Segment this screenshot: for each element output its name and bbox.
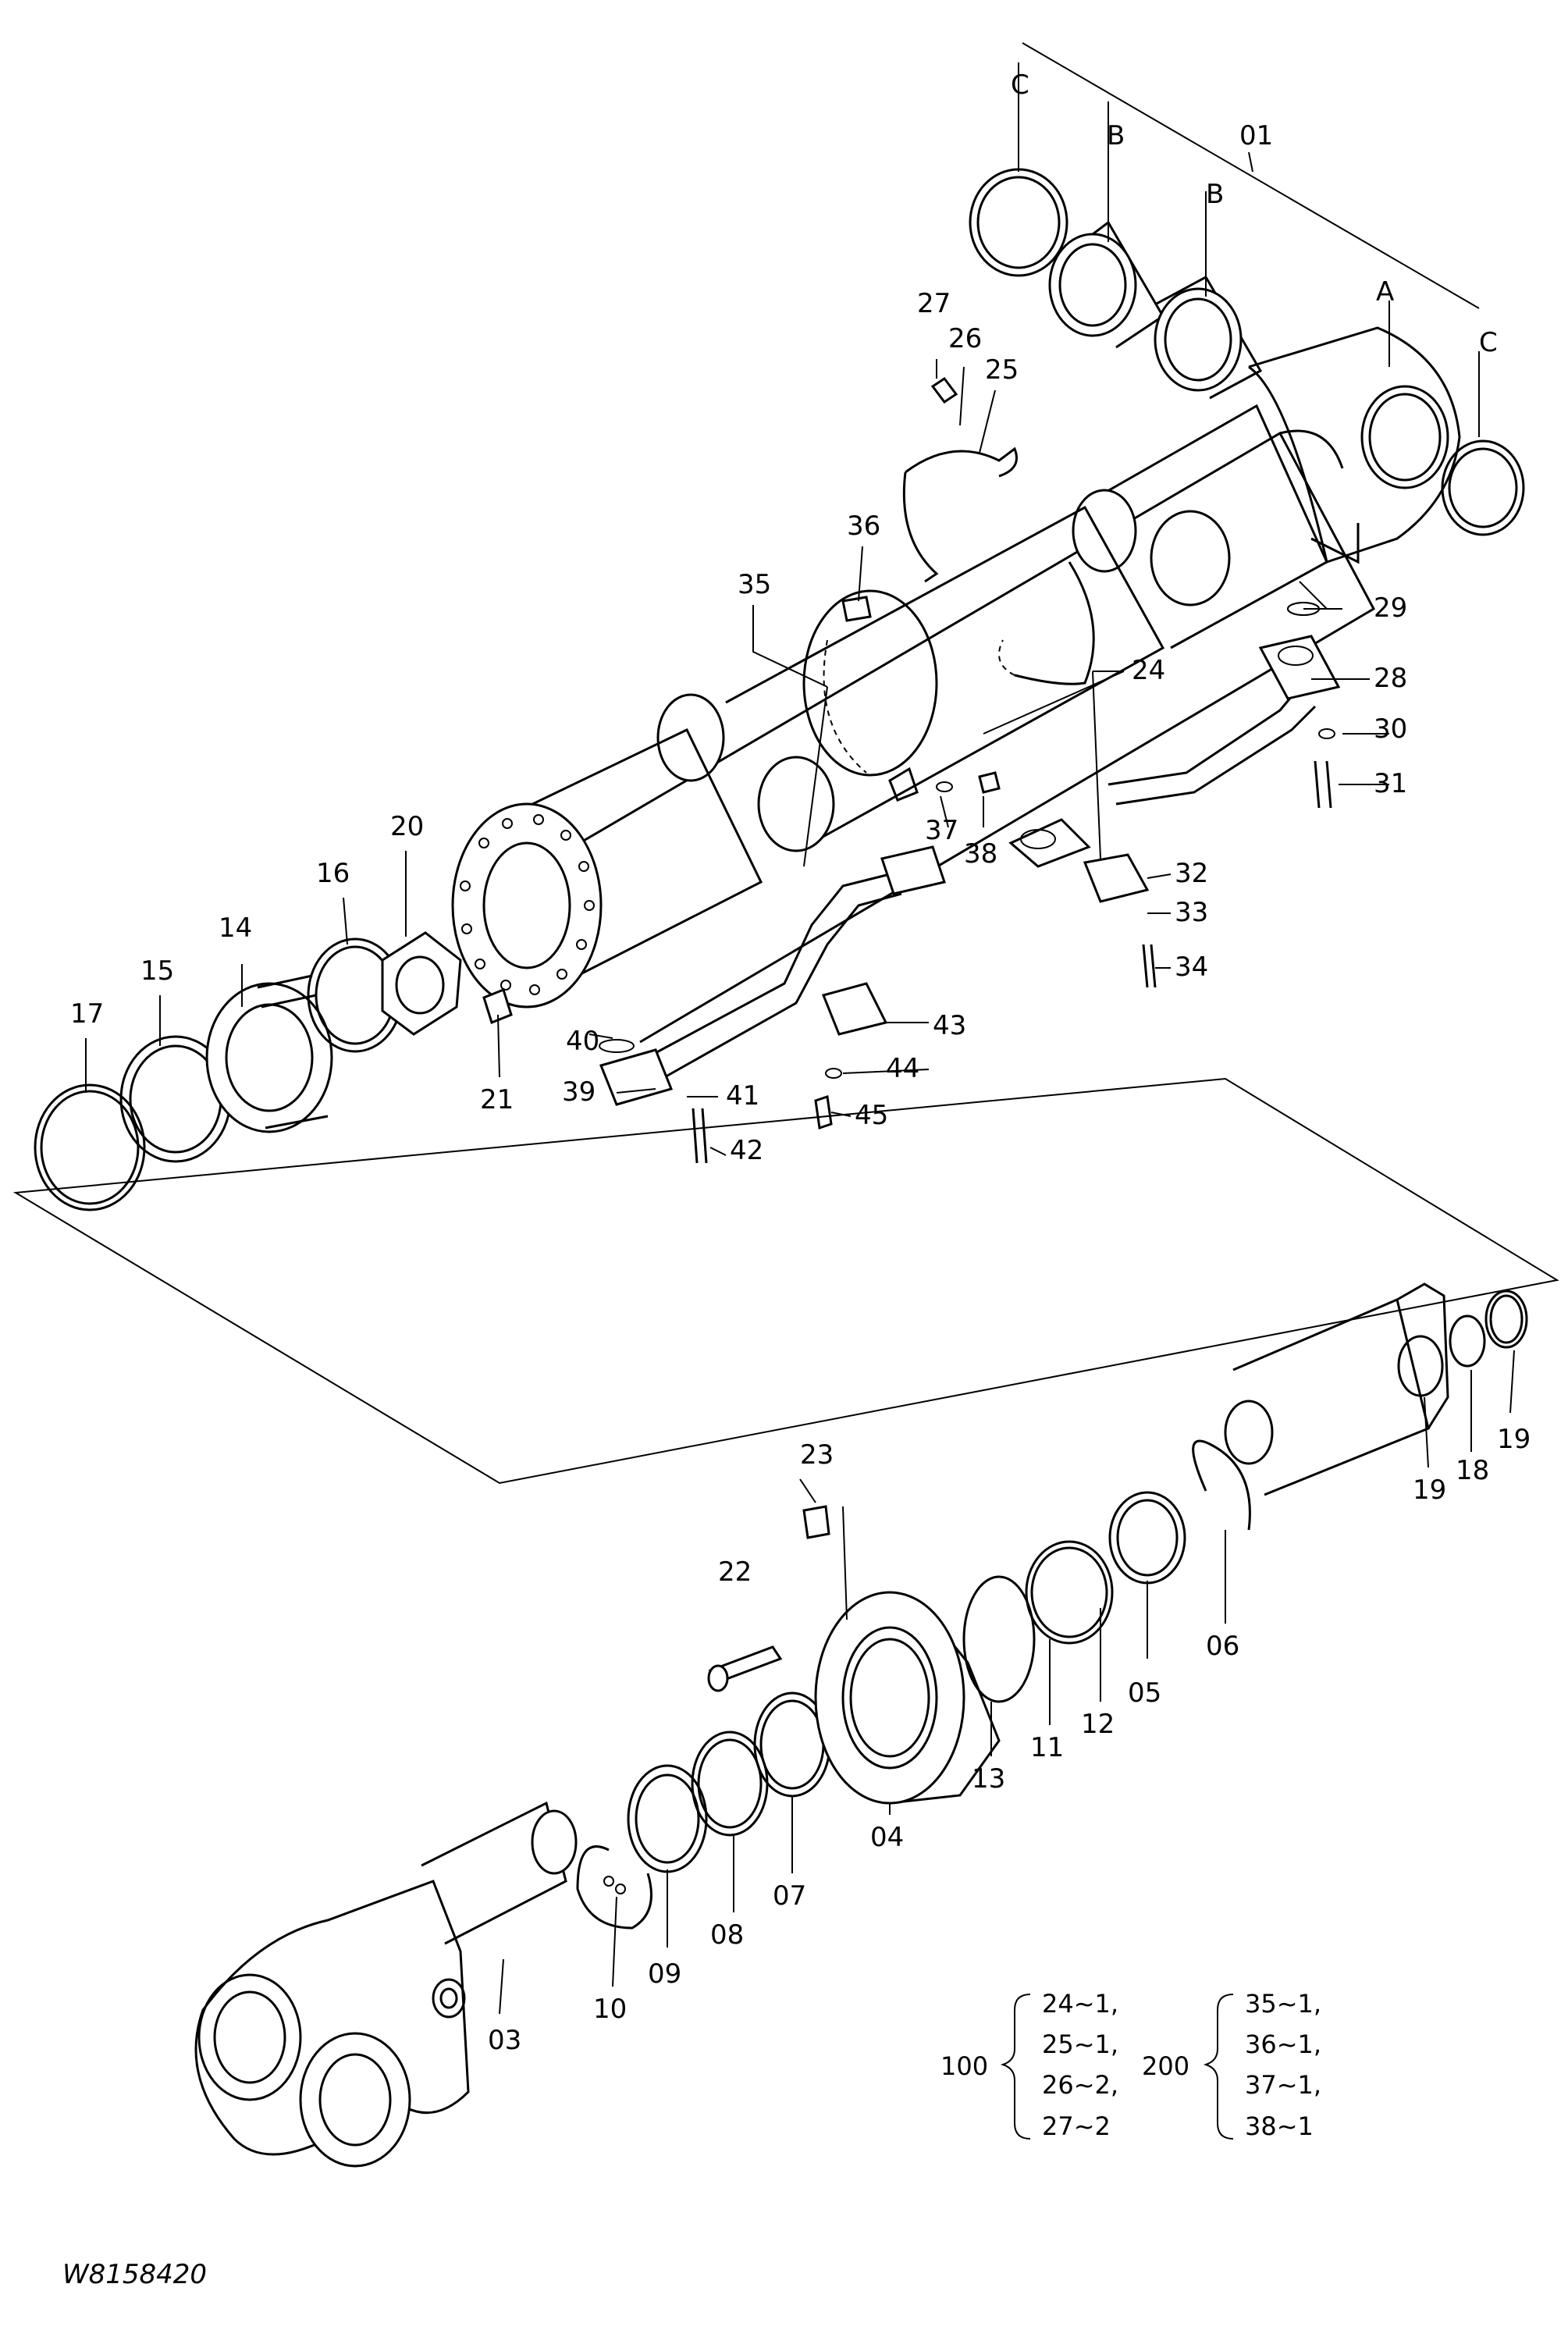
callout-15: 15 <box>140 955 174 987</box>
callout-43: 43 <box>933 1010 966 1041</box>
kit-100-item-2: 25~1, <box>1042 2029 1118 2059</box>
callout-42: 42 <box>730 1135 763 1166</box>
callout-16: 16 <box>316 858 350 889</box>
callout-24: 24 <box>1132 655 1165 686</box>
callout-13: 13 <box>972 1763 1005 1795</box>
callout-01: 01 <box>1239 120 1273 151</box>
callout-36: 36 <box>847 510 880 542</box>
callout-29: 29 <box>1374 592 1407 624</box>
callout-10: 10 <box>593 1994 627 2025</box>
callout-22: 22 <box>718 1556 752 1588</box>
callout-23: 23 <box>800 1439 834 1471</box>
callout-34: 34 <box>1175 952 1208 983</box>
bushing-ring-group <box>969 168 1525 616</box>
callout-12: 12 <box>1081 1709 1115 1740</box>
kit-100-item-4: 27~2 <box>1042 2111 1111 2141</box>
callout-44: 44 <box>886 1053 919 1084</box>
callout-41: 41 <box>726 1080 759 1112</box>
kit-200-label: 200 <box>1142 2051 1189 2081</box>
callout-07: 07 <box>773 1880 806 1912</box>
section-divider-outline <box>12 1077 1559 1485</box>
callout-19-b: 19 <box>1497 1424 1531 1455</box>
callout-08: 08 <box>710 1919 744 1951</box>
callout-17: 17 <box>70 998 104 1030</box>
callout-25: 25 <box>985 354 1019 386</box>
kit-200-item-2: 36~1, <box>1245 2029 1321 2059</box>
leader-lines <box>85 42 1515 2015</box>
callout-04: 04 <box>870 1822 904 1853</box>
callout-18: 18 <box>1456 1455 1489 1486</box>
piston-components <box>34 931 513 1211</box>
callout-45: 45 <box>855 1100 888 1131</box>
callout-32: 32 <box>1175 858 1208 889</box>
rod-assembly-drawing <box>194 1282 1528 2168</box>
kit-200-item-4: 38~1 <box>1245 2111 1314 2141</box>
kit-100-item-1: 24~1, <box>1042 1989 1118 2019</box>
drawing-number: W8158420 <box>62 2259 207 2290</box>
callout-39: 39 <box>562 1076 596 1108</box>
kit-100-label: 100 <box>940 2051 988 2081</box>
callout-14: 14 <box>219 912 252 944</box>
callout-B1: B <box>1107 120 1125 151</box>
kit-100-item-3: 26~2, <box>1042 2070 1118 2100</box>
callout-27: 27 <box>917 288 951 319</box>
callout-20: 20 <box>390 811 424 842</box>
callout-35: 35 <box>738 569 771 600</box>
callout-B2: B <box>1206 179 1224 210</box>
callout-labels: 01 A B B C C 29 28 30 31 24 32 33 34 27 … <box>70 69 1531 2056</box>
callout-11: 11 <box>1030 1732 1064 1763</box>
callout-05: 05 <box>1128 1677 1161 1709</box>
callout-A: A <box>1376 276 1394 308</box>
callout-31: 31 <box>1374 768 1407 799</box>
cylinder-tube-drawing <box>451 326 1461 1164</box>
callout-21: 21 <box>480 1084 514 1115</box>
callout-19-a: 19 <box>1413 1474 1446 1506</box>
callout-28: 28 <box>1374 663 1407 694</box>
callout-03: 03 <box>488 2025 521 2056</box>
callout-40: 40 <box>566 1026 599 1057</box>
kit-100-note: 100 24~1, 25~1, 26~2, 27~2 <box>940 1989 1118 2141</box>
callout-C1: C <box>1011 69 1029 101</box>
callout-26: 26 <box>948 323 982 354</box>
callout-33: 33 <box>1175 897 1208 928</box>
callout-30: 30 <box>1374 713 1407 745</box>
kit-200-note: 200 35~1, 36~1, 37~1, 38~1 <box>1142 1989 1321 2141</box>
kit-200-item-3: 37~1, <box>1245 2070 1321 2100</box>
kit-200-item-1: 35~1, <box>1245 1989 1321 2019</box>
callout-06: 06 <box>1206 1631 1239 1662</box>
callout-38: 38 <box>964 838 997 870</box>
callout-37: 37 <box>925 815 958 846</box>
callout-C2: C <box>1479 327 1498 358</box>
callout-09: 09 <box>648 1958 681 1990</box>
